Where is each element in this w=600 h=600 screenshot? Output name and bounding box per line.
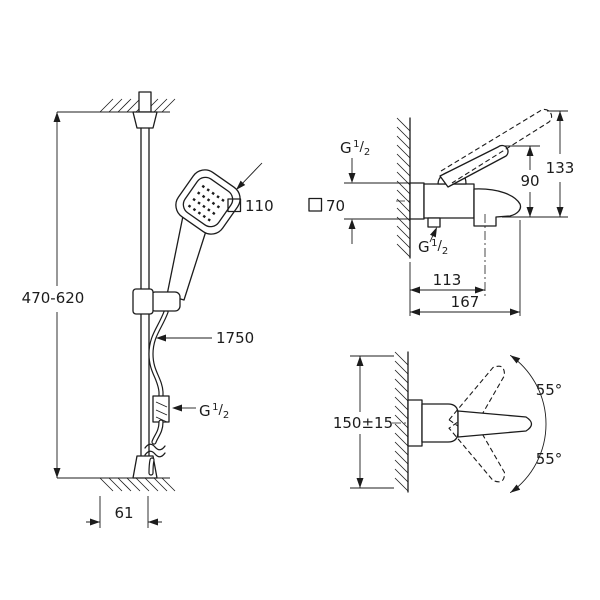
lever-handle (439, 144, 509, 188)
arrowhead (430, 227, 437, 238)
arrowhead (526, 146, 534, 156)
mixer-body (423, 183, 475, 219)
arrowhead (356, 478, 364, 488)
wall-escutcheon (407, 399, 423, 447)
wall-anchor (138, 91, 152, 113)
arrowhead (510, 484, 521, 493)
arrowhead (510, 355, 521, 364)
dim-outlet-distance: 113 (433, 271, 462, 289)
dim-lever-height: 90 (520, 172, 539, 190)
arrowhead (475, 286, 485, 294)
hand-shower-head (175, 169, 241, 235)
arrowhead (172, 404, 182, 412)
arrowhead (236, 180, 246, 190)
arrowhead (556, 207, 564, 217)
arrowhead (526, 207, 534, 217)
square-symbol-icon (227, 198, 242, 213)
dim-height-range: 470-620 (22, 289, 85, 307)
hose-break-symbol (144, 443, 166, 458)
dim-swivel-angle-down: 55° (536, 450, 563, 468)
hose-nut (152, 395, 170, 423)
lever-handle-up-position (448, 365, 505, 436)
arrowhead (348, 219, 356, 229)
arrowhead (348, 173, 356, 183)
dim-total-height: 133 (546, 159, 575, 177)
arrowhead (53, 112, 61, 122)
bath-mixer-swivel-figure: 55° 55° 150±15 (333, 351, 563, 494)
arrowhead (156, 334, 166, 342)
wall-hatch-bottom (99, 477, 176, 492)
dim-total-depth: 167 (451, 293, 480, 311)
dim-head-size: 110 (245, 197, 274, 215)
ext-lines-escutcheon (344, 182, 410, 220)
shower-rail-figure: 470-620 110 1750 (22, 91, 274, 528)
arrowhead (556, 111, 564, 121)
lever-handle (457, 410, 533, 438)
square-symbol-icon (308, 197, 323, 212)
lever-handle-raised (440, 108, 553, 184)
dim-install-height: 150±15 (333, 414, 393, 432)
arrowhead (148, 518, 158, 526)
wall-hatch (394, 351, 409, 492)
rail-slider (132, 288, 154, 315)
arrowhead (510, 308, 520, 316)
dim-escutcheon-size: 70 (326, 197, 345, 215)
shower-outlet-nipple (427, 217, 441, 228)
dim-hose-length: 1750 (216, 329, 254, 347)
arrowhead (53, 468, 61, 478)
ext-lines-wall-offset (99, 496, 149, 528)
arrowhead (356, 356, 364, 366)
rail-mount-top (132, 111, 158, 129)
wall-hatch (396, 117, 411, 258)
arrowhead (410, 286, 420, 294)
mixer-body (421, 403, 459, 443)
dim-wall-offset: 61 (114, 504, 133, 522)
slider-holder (149, 291, 181, 312)
lever-handle-down-position (448, 412, 505, 483)
arrowhead (90, 518, 100, 526)
spout (473, 188, 522, 227)
ext-lines-heights (502, 110, 568, 218)
spray-face (187, 184, 226, 223)
wall-escutcheon (409, 182, 425, 220)
arrowhead (410, 308, 420, 316)
ext-lines-install-height (350, 355, 394, 489)
wall-hatch-top (99, 98, 176, 113)
dim-swivel-angle-up: 55° (536, 381, 563, 399)
